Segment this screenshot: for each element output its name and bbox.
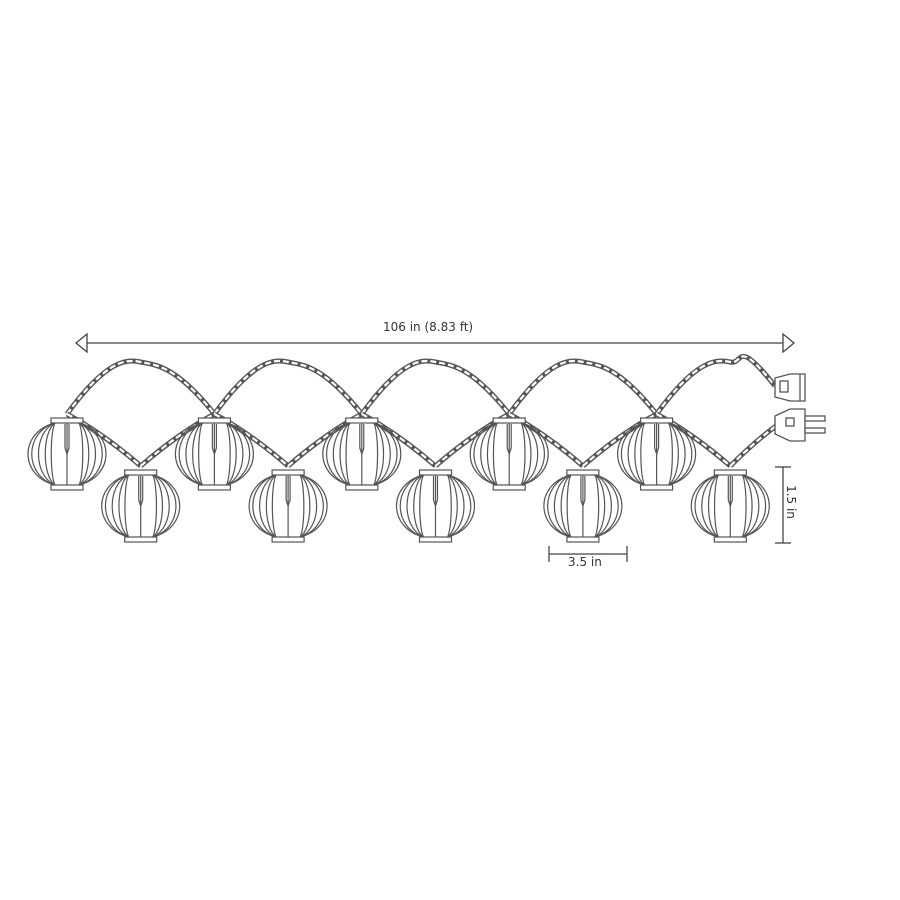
lantern-5 — [322, 417, 402, 491]
female-plug-icon — [774, 373, 806, 402]
wire-arch-twist — [655, 355, 776, 415]
wire-to-plug — [728, 423, 778, 468]
lantern-3 — [175, 417, 254, 491]
wire-arch — [507, 358, 659, 416]
male-plug-icon — [774, 408, 826, 442]
lantern-6 — [396, 469, 475, 543]
wire-arch — [212, 358, 364, 416]
bulb-icon — [285, 476, 291, 508]
wire-arch — [64, 358, 217, 416]
total-length-label: 106 in (8.83 ft) — [383, 320, 474, 334]
lantern-width-label: 3.5 in — [568, 555, 602, 569]
bulb-icon — [506, 424, 512, 456]
lantern-height-label: 1.5 in — [783, 485, 798, 519]
bulb-icon — [138, 476, 144, 508]
wire-arch-twist — [213, 359, 363, 415]
wire-arch-twist — [66, 359, 216, 415]
bulb-icon — [654, 424, 660, 456]
lantern-7 — [469, 417, 549, 491]
lantern-8 — [543, 469, 623, 543]
bulb-icon — [580, 476, 586, 508]
right-arrowhead-icon — [782, 332, 796, 354]
wire-arch-twist — [508, 359, 658, 415]
bulb-icon — [432, 476, 439, 508]
lantern-4 — [248, 469, 328, 543]
lantern-10 — [690, 469, 770, 543]
lantern-1 — [27, 417, 107, 491]
wire-arch — [359, 358, 512, 416]
left-arrowhead-icon — [74, 332, 88, 354]
wire-arch-twist — [360, 359, 511, 415]
bulb-icon — [359, 424, 365, 456]
bulb-icon — [64, 424, 70, 456]
lantern-9 — [617, 417, 696, 491]
bulb-icon — [727, 476, 733, 508]
lantern-2 — [101, 469, 181, 543]
bulb-icon — [211, 424, 217, 456]
wire-to-plug-twist — [729, 425, 777, 467]
